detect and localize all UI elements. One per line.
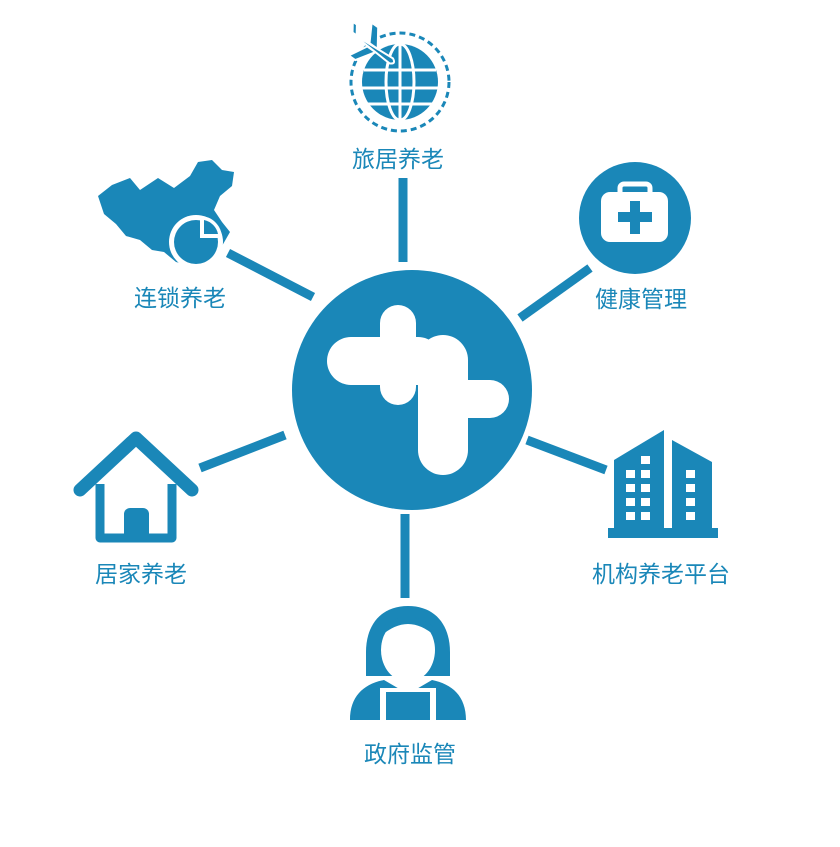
connector-home bbox=[198, 430, 287, 473]
brand-logo-icon bbox=[327, 305, 509, 475]
node-label-chain: 连锁养老 bbox=[134, 286, 226, 312]
caregiver-icon bbox=[350, 606, 466, 720]
connector-chain bbox=[225, 249, 316, 301]
node-label-travel: 旅居养老 bbox=[352, 147, 444, 173]
buildings-icon bbox=[608, 430, 718, 538]
china-map-pie-icon bbox=[98, 160, 234, 269]
central-hub bbox=[292, 270, 532, 510]
medical-kit-icon bbox=[579, 162, 691, 274]
node-label-home: 居家养老 bbox=[95, 562, 187, 588]
house-icon bbox=[73, 431, 199, 543]
connector-health bbox=[517, 264, 593, 322]
node-label-health: 健康管理 bbox=[595, 287, 687, 313]
connector-institution bbox=[525, 435, 608, 475]
node-label-institution: 机构养老平台 bbox=[592, 562, 730, 588]
globe-airplane-icon bbox=[346, 19, 451, 133]
node-label-government: 政府监管 bbox=[364, 742, 456, 768]
